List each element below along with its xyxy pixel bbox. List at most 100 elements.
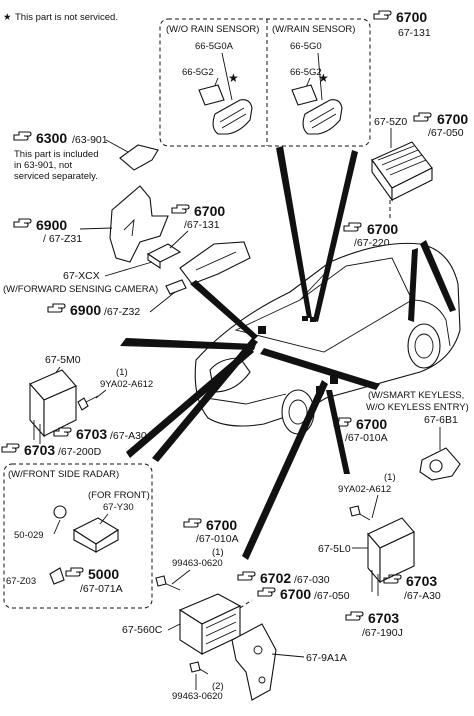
qty-1-right: (1) [384,472,396,483]
callout-6700-right: 6700 [437,111,468,127]
star-icon-right: ★ [318,71,329,85]
keyless-antenna-part [419,447,461,481]
qty-1-low: (1) [212,547,224,558]
included-note-3: serviced separately. [14,171,98,182]
pointer-hand-icon [343,222,362,232]
qty-1-left: (1) [116,367,128,378]
part-67-5z0: 67-5Z0 [374,116,407,128]
callout-67-050-low: /67-050 [314,590,350,602]
callout-6900-a: 6900 [36,217,67,233]
not-serviced-note: This part is not serviced. [15,12,118,23]
part-67-9a1a: 67-9A1A [306,652,347,664]
bolt-right-part [349,505,371,521]
callout-6700-right-b: 6700 [367,221,398,237]
callout-63-901: /63-901 [72,134,108,146]
callout-6700-keyless: 6700 [356,416,387,432]
vehicle-outline [194,242,461,435]
pointer-hand-icon [373,10,392,20]
front-side-radar-box [3,463,153,609]
pointer-hand-icon [345,611,364,621]
callout-67-071a: /67-071A [80,583,123,595]
included-note-1: This part is included [14,149,98,160]
callout-67-030: /67-030 [294,574,330,586]
part-67-5m0: 67-5M0 [45,354,81,366]
callout-67-a30-a: /67-A30 [110,430,147,442]
forward-camera-part [146,243,182,270]
part-67-xcx: 67-XCX [63,270,100,282]
callout-67-010a-low: /67-010A [196,533,239,545]
airbag-module-part [178,593,242,656]
callout-5000: 5000 [88,566,119,582]
bolt-99463-0620-bottom: 99463-0620 [172,691,223,702]
keyless-note-1: (W/SMART KEYLESS, [368,390,464,401]
star-icon-left: ★ [228,71,239,85]
included-note-2: in 63-901, not [14,160,72,171]
callout-67-190j: /67-190J [362,627,403,639]
callout-6703-d: 6703 [368,610,399,626]
nut-part [53,505,67,519]
bracket-part [231,623,277,701]
callout-67-131-top: 67-131 [398,27,431,39]
callout-6700-low2: 6700 [280,586,311,602]
callout-67-z32: /67-Z32 [104,306,140,318]
rain-sensor-box [159,18,371,147]
pointer-hand-icon [237,571,256,581]
pointer-hand-icon [65,567,84,577]
not-serviced-star-icon: ★ [3,12,12,23]
rain-sensor-part-left [212,99,253,135]
radar-part [72,517,120,553]
pointer-hand-icon [13,218,32,228]
pointer-hand-icon [183,518,202,528]
bolt-left-part [77,395,99,411]
pointer-hand-icon [171,204,190,214]
bolt-low-part [155,575,181,591]
for-front-note: (FOR FRONT) [88,490,150,501]
callout-6900-b: 6900 [70,302,101,318]
camera-bracket-part [179,241,251,285]
cover-clip-part [119,144,159,171]
clip-part [49,567,65,585]
part-66-5g2-left: 66-5G2 [182,67,214,78]
pointer-hand-icon [257,587,276,597]
pointer-hand-icon [1,443,20,453]
front-side-radar-title: (W/FRONT SIDE RADAR) [8,469,119,480]
pointer-hand-icon [47,303,66,313]
callout-6300: 6300 [36,130,67,146]
callout-67-z31: / 67-Z31 [43,233,82,245]
pointer-hand-icon [13,131,32,141]
part-67-6b1: 67-6B1 [424,414,458,426]
part-50-029: 50-029 [14,530,44,541]
callout-67-131-mid: /67-131 [184,219,220,231]
bcm-module-part [371,141,433,202]
callout-6703-c: 6703 [406,573,437,589]
callout-6702: 6702 [260,570,291,586]
left-module-part [29,369,77,444]
forward-sensing-camera-note: (W/FORWARD SENSING CAMERA) [3,284,158,295]
right-module-part [367,517,415,596]
bolt-bottom-part [189,661,209,675]
rain-sensor-part-right [302,99,343,135]
part-66-5g0: 66-5G0 [290,41,322,52]
callout-6700-mid: 6700 [194,203,225,219]
callout-67-010a-keyless: /67-010A [345,432,388,444]
callout-67-200d: /67-200D [58,446,102,458]
callout-6703-a: 6703 [76,426,107,442]
part-67-y30: 67-Y30 [103,502,134,513]
callout-6700-top: 6700 [396,9,427,25]
bolt-9ya02-a612-right: 9YA02-A612 [338,484,391,495]
qty-2: (2) [212,681,224,692]
part-67-z03: 67-Z03 [6,576,36,587]
callout-6703-b: 6703 [24,442,55,458]
part-67-560c: 67-560C [122,624,163,636]
part-66-5g0a: 66-5G0A [195,41,234,52]
bolt-99463-0620-top: 99463-0620 [172,558,223,569]
pointer-hand-icon [413,112,432,122]
bolt-9ya02-a612-left: 9YA02-A612 [100,379,153,390]
w-rain-sensor-title: (W/RAIN SENSOR) [272,24,355,35]
part-66-5g2-right: 66-5G2 [290,67,322,78]
part-67-5l0: 67-5L0 [318,543,351,555]
callout-67-050-right: /67-050 [428,127,464,139]
callout-67-a30-c: /67-A30 [404,590,441,602]
wo-rain-sensor-title: (W/O RAIN SENSOR) [166,24,259,35]
